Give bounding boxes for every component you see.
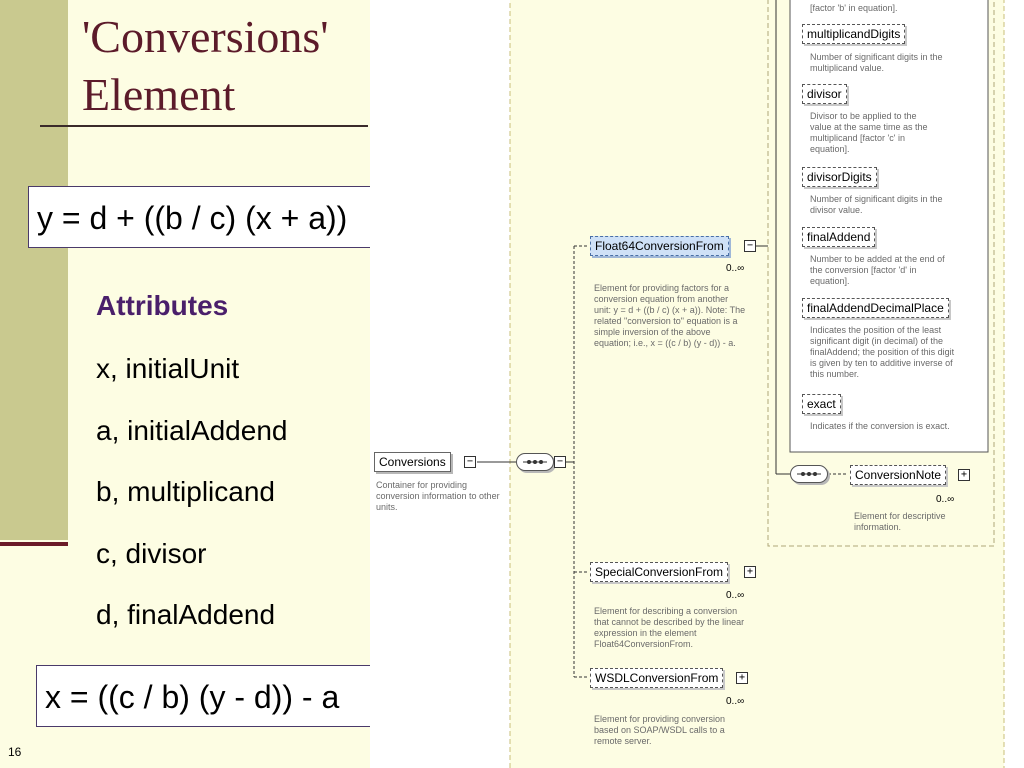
element-conversionnote[interactable]: ConversionNote <box>850 465 947 485</box>
schema-diagram: Conversions − Container for providing co… <box>370 0 1024 768</box>
multiplicity-float64: 0..∞ <box>726 263 745 274</box>
expand-icon-wsdl[interactable]: + <box>736 672 748 684</box>
desc-float64: Element for providing factors for a conv… <box>594 283 746 348</box>
desc-multiplicanddigits: Number of significant digits in the mult… <box>810 52 943 73</box>
attribute-divisor[interactable]: divisor <box>802 84 847 104</box>
left-accent-bar <box>0 0 68 540</box>
desc-exact: Indicates if the conversion is exact. <box>810 421 950 431</box>
element-float64conversionfrom[interactable]: Float64ConversionFrom <box>590 236 729 256</box>
equation-forward-box: y = d + ((b / c) (x + a)) <box>28 186 430 248</box>
desc-wsdl: Element for providing conversion based o… <box>594 714 726 746</box>
page-number: 16 <box>8 745 22 759</box>
sequence-compositor-icon[interactable] <box>516 453 554 471</box>
desc-conversions: Container for providing conversion infor… <box>376 480 500 512</box>
expand-icon-special[interactable]: + <box>744 566 756 578</box>
title-rule <box>40 125 368 127</box>
attribute-finaladdend[interactable]: finalAddend <box>802 227 876 247</box>
attribute-multiplicanddigits[interactable]: multiplicandDigits <box>802 24 906 44</box>
attribute-item-b: b, multiplicand <box>96 476 275 507</box>
collapse-icon-conversions[interactable]: − <box>464 456 476 468</box>
equation-inverse-box: x = ((c / b) (y - d)) - a <box>36 665 424 727</box>
collapse-icon-sequence[interactable]: − <box>554 456 566 468</box>
element-wsdlconversionfrom[interactable]: WSDLConversionFrom <box>590 668 724 688</box>
attribute-item-a: a, initialAddend <box>96 415 288 446</box>
element-specialconversionfrom[interactable]: SpecialConversionFrom <box>590 562 729 582</box>
attribute-item-d: d, finalAddend <box>96 599 276 630</box>
multiplicity-wsdl: 0..∞ <box>726 696 745 707</box>
attribute-finaladdenddecimalplace[interactable]: finalAddendDecimalPlace <box>802 298 949 318</box>
attribute-exact[interactable]: exact <box>802 394 841 414</box>
sequence-compositor-note-icon[interactable] <box>790 465 828 483</box>
desc-conversionnote: Element for descriptive information. <box>854 511 946 532</box>
desc-finaladdend: Number to be added at the end of the con… <box>810 254 945 286</box>
element-conversions[interactable]: Conversions <box>374 452 451 472</box>
desc-divisor: Divisor to be applied to the value at th… <box>810 111 928 154</box>
multiplicity-special: 0..∞ <box>726 590 745 601</box>
attribute-divisordigits[interactable]: divisorDigits <box>802 167 877 187</box>
desc-partial-top: [factor 'b' in equation]. <box>810 3 898 13</box>
desc-divisordigits: Number of significant digits in the divi… <box>810 194 943 215</box>
attributes-box <box>789 0 989 453</box>
desc-finaladdenddecimalplace: Indicates the position of the least sign… <box>810 325 955 379</box>
multiplicity-conversionnote: 0..∞ <box>936 494 955 505</box>
attribute-item-c: c, divisor <box>96 538 207 569</box>
slide-title: 'Conversions' Element <box>82 11 329 120</box>
attributes-heading: Attributes <box>96 290 229 321</box>
attribute-item-x: x, initialUnit <box>96 353 240 384</box>
collapse-icon-float64[interactable]: − <box>744 240 756 252</box>
desc-special: Element for describing a conversion that… <box>594 606 745 649</box>
expand-icon-conversionnote[interactable]: + <box>958 469 970 481</box>
left-accent-underline <box>0 542 68 546</box>
